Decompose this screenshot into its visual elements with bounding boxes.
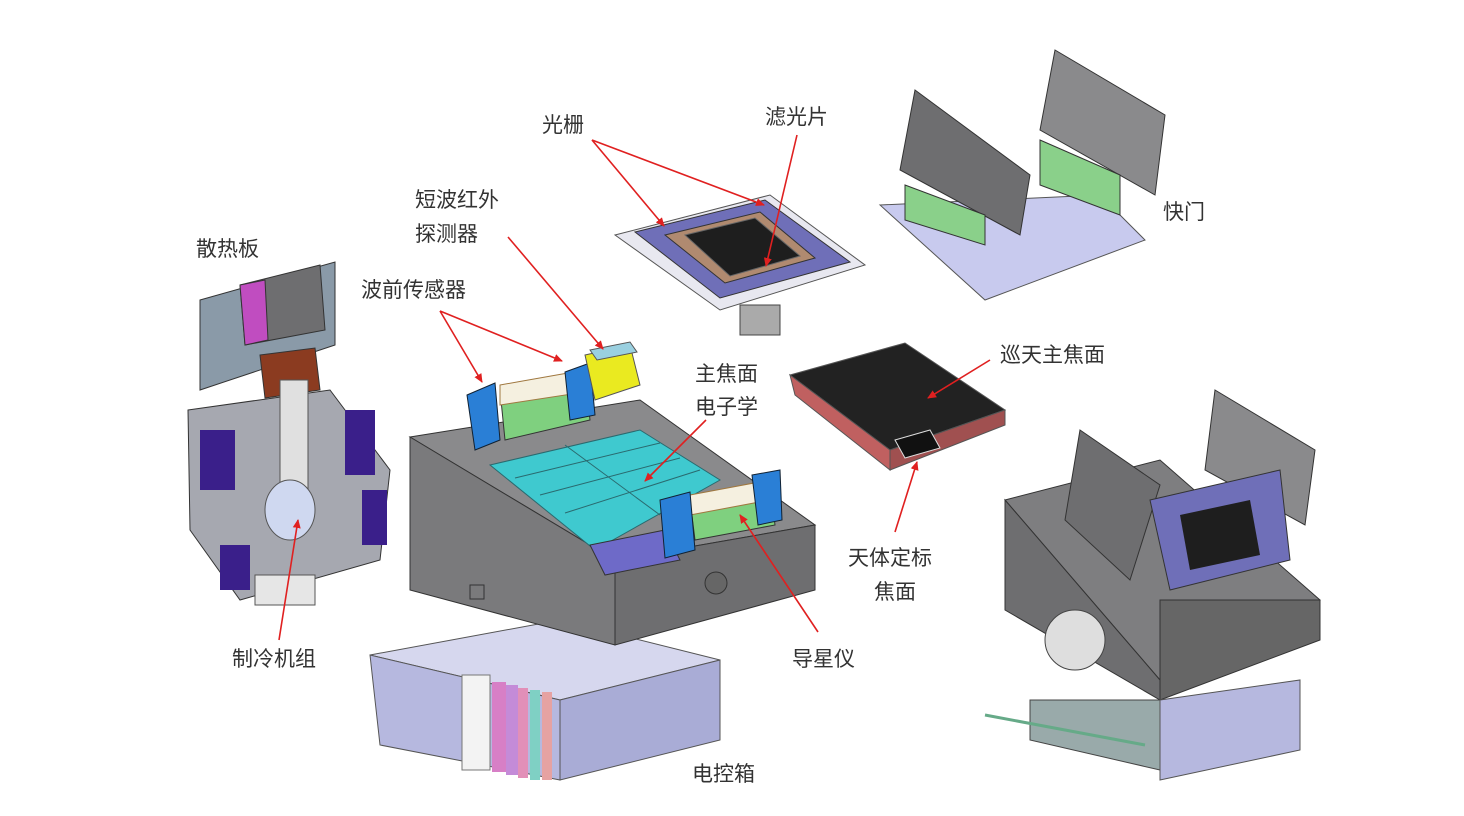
- callout-arrows: [278, 134, 991, 641]
- arrow-wfs-2: [439, 310, 563, 362]
- swir-detector: [584, 341, 641, 401]
- label-survey-focal-plane: 巡天主焦面: [1000, 343, 1105, 367]
- label-radiator: 散热板: [196, 237, 259, 261]
- label-control-box: 电控箱: [692, 762, 755, 786]
- label-calibration-1: 天体定标: [848, 546, 932, 570]
- label-filter: 滤光片: [765, 105, 828, 129]
- survey-focal-plane: [788, 342, 1007, 472]
- arrow-swir: [507, 236, 604, 350]
- shutter: [878, 49, 1166, 301]
- arrow-wfs-1: [439, 310, 483, 383]
- label-grating: 光栅: [542, 113, 584, 137]
- arrow-filter: [763, 134, 798, 267]
- label-electronics-1: 主焦面: [695, 362, 758, 386]
- label-swir-1: 短波红外: [415, 188, 499, 212]
- arrow-electronics: [644, 419, 707, 482]
- arrow-grating-1: [591, 139, 665, 227]
- filter-grating-assembly: [613, 194, 867, 336]
- focal-plane-electronics: [488, 429, 721, 576]
- arrow-cryocooler: [278, 519, 301, 641]
- arrow-guider: [739, 514, 819, 633]
- label-guider: 导星仪: [792, 647, 855, 671]
- radiator: [199, 261, 336, 399]
- cryocooler: [187, 379, 391, 606]
- wavefront-sensor: [466, 362, 783, 559]
- assembled-camera: [984, 389, 1321, 781]
- arrow-grating-2: [591, 139, 765, 206]
- control-box: [369, 619, 721, 781]
- label-shutter: 快门: [1163, 200, 1205, 224]
- arrow-survey-focal-plane: [927, 359, 991, 399]
- label-cryocooler: 制冷机组: [232, 647, 316, 671]
- label-calibration-2: 焦面: [874, 580, 916, 604]
- arrow-calibration: [894, 461, 919, 533]
- label-wavefront-sensor: 波前传感器: [361, 278, 466, 302]
- label-swir-2: 探测器: [415, 222, 478, 246]
- label-electronics-2: 电子学: [695, 395, 758, 419]
